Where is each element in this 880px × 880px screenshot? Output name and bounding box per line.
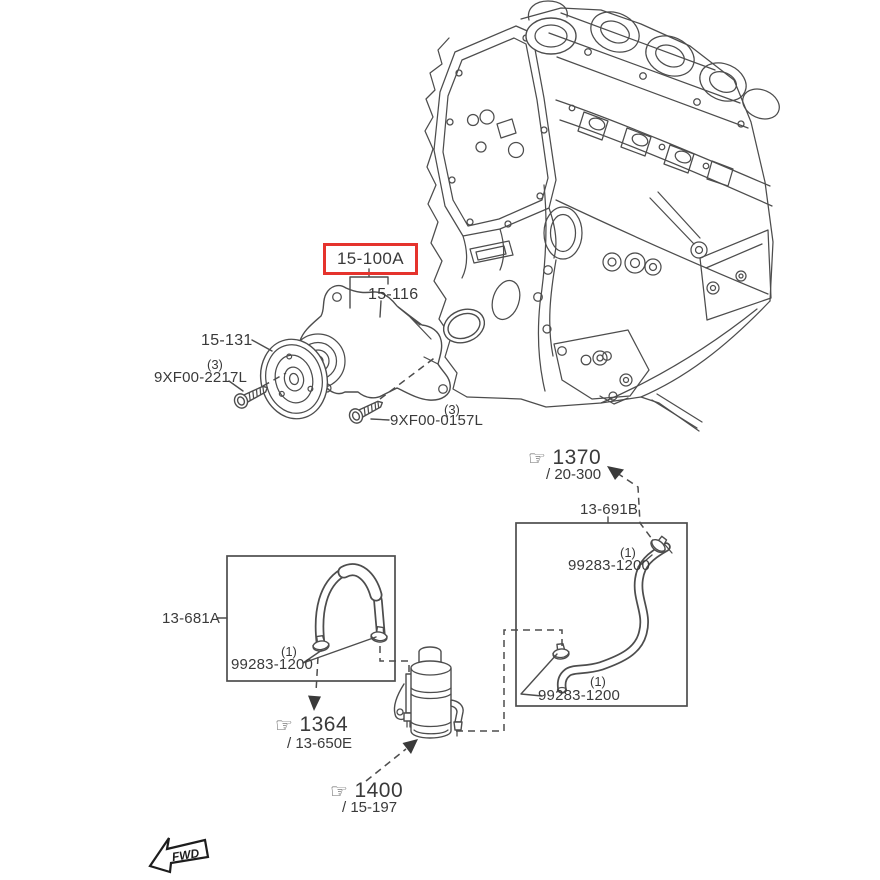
arrowhead-1370 — [607, 466, 624, 480]
pump-bolt-callout[interactable]: 9XF00-0157L — [390, 412, 484, 429]
ref-1364-sub: / 13-650E — [287, 735, 353, 752]
arrowhead-1400 — [402, 739, 418, 754]
hose-assembly-left-callout[interactable]: 13-681A — [162, 610, 221, 627]
hose-box-right — [515, 522, 688, 707]
engine-line-art — [424, 0, 780, 432]
ref-1400[interactable]: ☞ 1400 — [330, 779, 403, 802]
ref-1364-number: 1364 — [299, 713, 349, 736]
oring-drawing — [442, 308, 486, 344]
ref-1370-sub: / 20-300 — [546, 466, 602, 483]
ref-1400-sub: / 15-197 — [342, 799, 398, 816]
pulley-callout[interactable]: 15-131 — [201, 332, 253, 349]
fwd-arrow: FWD — [148, 837, 210, 874]
hose-left-drawing — [310, 563, 390, 653]
water-pump-drawing — [290, 284, 451, 401]
pointer-hand-icon: ☞ — [528, 447, 547, 470]
pump-bolt-drawing — [346, 395, 387, 427]
clamp-right-top-callout[interactable]: 99283-1200 — [568, 557, 651, 574]
fwd-label: FWD — [171, 846, 201, 864]
pointer-hand-icon: ☞ — [275, 714, 294, 737]
dashed-connectors — [262, 355, 653, 782]
ref-1364[interactable]: ☞ 1364 — [275, 713, 348, 736]
oring-callout[interactable]: 15-116 — [368, 286, 419, 303]
pointer-hand-icon: ☞ — [330, 780, 349, 803]
hose-assembly-right-callout[interactable]: 13-691B — [580, 501, 639, 518]
clamp-right-top-qty: (1) — [620, 545, 636, 560]
pulley-drawing — [259, 338, 329, 420]
pulley-bolt-qty: (3) — [207, 357, 223, 372]
clamp-right-bottom-qty: (1) — [590, 674, 606, 689]
clamp-right-bottom-callout[interactable]: 99283-1200 — [538, 687, 621, 704]
ref-1370[interactable]: ☞ 1370 — [528, 446, 601, 469]
clamp-left-callout[interactable]: 99283-1200 — [231, 656, 314, 673]
reservoir-drawing — [393, 646, 464, 739]
pump-bolt-qty: (3) — [444, 402, 460, 417]
hose-right-drawing — [551, 532, 673, 694]
ref-1370-number: 1370 — [552, 446, 602, 469]
ref-1400-number: 1400 — [354, 779, 404, 802]
selected-part-callout[interactable]: 15-100A — [323, 243, 418, 275]
clamp-left-qty: (1) — [281, 644, 297, 659]
pulley-bolt-callout[interactable]: 9XF00-2217L — [154, 369, 248, 386]
arrowhead-1364 — [308, 695, 321, 711]
